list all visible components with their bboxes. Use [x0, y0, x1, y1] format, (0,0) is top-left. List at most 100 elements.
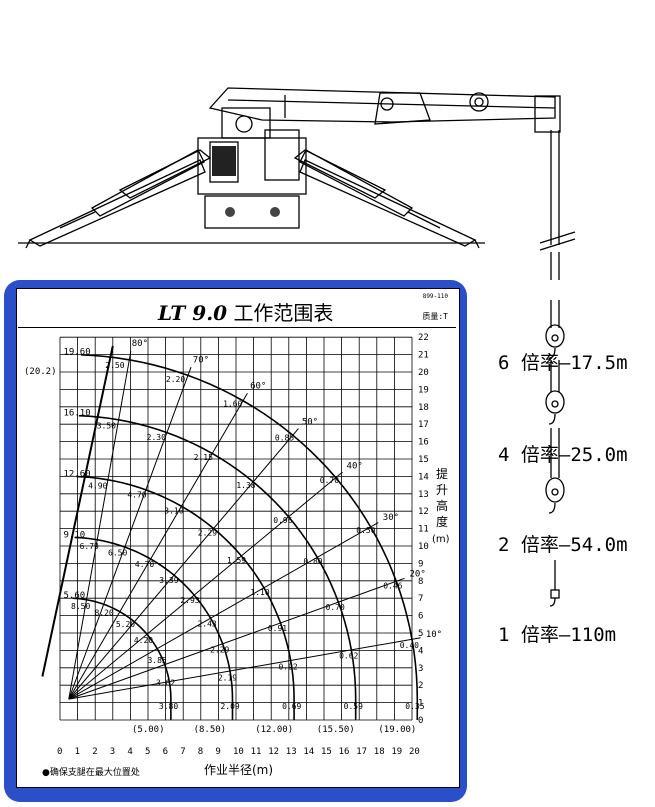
x-tick-label: 1 — [75, 747, 80, 757]
x-tick-label: 5 — [145, 747, 150, 757]
usage-note: ●确保支腿在最大位置处 — [42, 766, 140, 778]
y-tick-label: 22 — [418, 333, 429, 343]
y-tick-label: 18 — [418, 403, 429, 413]
load-label: 1.38 — [236, 481, 255, 490]
x-tick-label: 0 — [57, 747, 62, 757]
y-axis-label-c1: 提 — [436, 466, 448, 481]
load-label: 0.85 — [275, 433, 294, 442]
x-tick-label: 6 — [163, 747, 168, 757]
x-tick-label: 4 — [127, 747, 132, 757]
angle-label: 60° — [250, 382, 266, 392]
y-tick-label: 6 — [418, 612, 423, 622]
y-tick-label: 17 — [418, 420, 429, 430]
x-tick-label: 20 — [409, 747, 420, 757]
x-tick-label: 3 — [110, 747, 115, 757]
jib-tip-height: (20.2) — [24, 367, 57, 377]
boom-arc — [72, 597, 172, 720]
y-tick-label: 0 — [418, 716, 423, 726]
boom-line — [41, 345, 114, 677]
boom-length-label: 5.60 — [64, 591, 86, 601]
load-label: 3.82 — [156, 678, 175, 687]
load-label: 4.70 — [127, 491, 146, 500]
boom-length-label: 12.60 — [64, 469, 91, 479]
angle-ray — [68, 351, 132, 700]
load-label: 3.85 — [147, 656, 166, 665]
load-label: 0.70 — [326, 603, 345, 612]
chart-header: LT 9.0 工作范围表 899-110 质量:T — [18, 289, 456, 328]
load-label: 1.10 — [250, 588, 269, 597]
load-label: 4.70 — [135, 560, 154, 569]
load-label: 0.62 — [339, 652, 358, 661]
max-radius-label: (5.00) — [132, 725, 165, 735]
angle-label: 40° — [347, 462, 363, 472]
boom-length-label: 19.60 — [64, 348, 91, 358]
x-tick-label: 10 — [233, 747, 244, 757]
x-tick-label: 9 — [215, 747, 220, 757]
chart-title: LT 9.0 工作范围表 — [158, 301, 334, 325]
x-tick-label: 13 — [286, 747, 297, 757]
load-label: 2.29 — [198, 528, 217, 537]
load-label: 2.30 — [147, 433, 166, 442]
x-tick-label: 7 — [180, 747, 185, 757]
hook-blocks — [545, 300, 565, 607]
load-label: 0.69 — [282, 702, 301, 711]
crane-illustration — [18, 87, 576, 280]
y-tick-label: 7 — [418, 594, 423, 604]
y-tick-label: 19 — [418, 385, 429, 395]
load-label: 2.20 — [166, 375, 185, 384]
boom-arc — [76, 475, 295, 720]
boom-length-label: 16.10 — [64, 409, 91, 419]
load-label: 5.20 — [116, 620, 135, 629]
x-tick-label: 11 — [251, 747, 262, 757]
y-axis-label: 提 升 高 度 (m) — [432, 466, 452, 545]
load-label: 0.92 — [278, 662, 297, 671]
angle-ray — [68, 367, 192, 700]
load-label: 3.10 — [164, 506, 183, 515]
x-tick-label: 15 — [321, 747, 332, 757]
y-tick-label: 10 — [418, 542, 429, 552]
y-tick-label: 9 — [418, 559, 423, 569]
load-label: 2.15 — [194, 453, 213, 462]
y-tick-label: 13 — [418, 490, 429, 500]
load-label: 2.43 — [197, 619, 216, 628]
boom-arc — [80, 354, 419, 720]
boom-arc — [74, 536, 234, 720]
y-axis-label-c5: (m) — [432, 534, 450, 545]
y-tick-label: 3 — [418, 664, 423, 674]
y-tick-label: 8 — [418, 577, 423, 587]
y-tick-label: 16 — [418, 438, 429, 448]
max-radius-label: (8.50) — [194, 725, 227, 735]
load-label: 2.09 — [220, 702, 239, 711]
max-radius-label: (19.00) — [378, 725, 416, 735]
y-tick-label: 21 — [418, 351, 429, 361]
y-axis-label-c2: 升 — [436, 483, 448, 497]
y-tick-label: 15 — [418, 455, 429, 465]
x-tick-label: 17 — [356, 747, 367, 757]
load-label: 3.80 — [159, 702, 178, 711]
y-axis-label-c4: 度 — [436, 514, 448, 529]
reeving-2: 2 倍率—54.0m — [498, 534, 628, 556]
load-label: 4.90 — [88, 482, 107, 491]
load-label: 2.19 — [218, 673, 237, 682]
angle-ray — [68, 522, 379, 700]
x-tick-label: 8 — [198, 747, 203, 757]
load-label: 2.93 — [180, 596, 199, 605]
load-label: 0.50 — [356, 526, 375, 535]
y-tick-label: 1 — [418, 699, 423, 709]
max-radius-label: (15.50) — [317, 725, 355, 735]
angle-ray — [68, 392, 248, 700]
x-tick-label: 16 — [339, 747, 350, 757]
reeving-6: 6 倍率—17.5m — [498, 352, 628, 374]
load-label: 3.39 — [159, 576, 178, 585]
load-label: 0.91 — [268, 624, 287, 633]
angle-ray — [68, 471, 343, 700]
x-tick-label: 2 — [92, 747, 97, 757]
y-tick-label: 12 — [418, 507, 429, 517]
max-radius-label: (12.00) — [255, 725, 293, 735]
x-tick-label: 12 — [268, 747, 279, 757]
x-tick-label: 18 — [374, 747, 385, 757]
load-label: 2.50 — [105, 361, 124, 370]
angle-label: 50° — [302, 418, 318, 428]
load-label: 0.40 — [400, 641, 419, 650]
load-label: 6.50 — [108, 548, 127, 557]
